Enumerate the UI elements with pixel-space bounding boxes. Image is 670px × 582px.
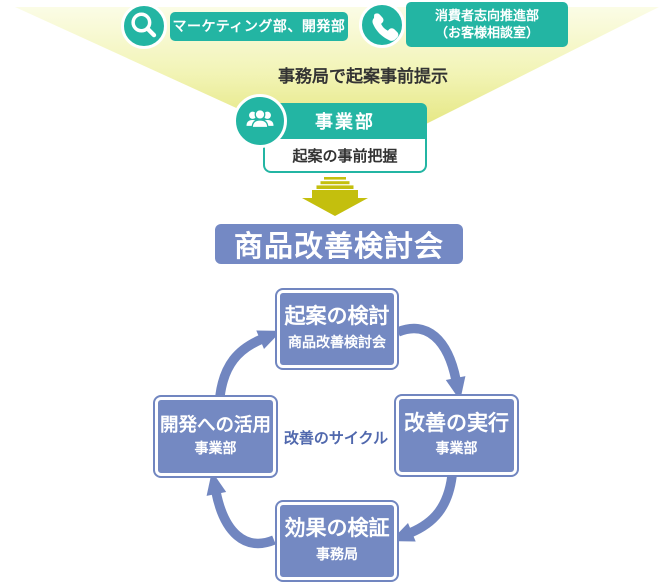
cycle-step-title: 開発への活用 (159, 414, 271, 436)
cycle-step-proposal-review: 起案の検討 商品改善検討会 (277, 290, 397, 368)
cycle-center-label: 改善のサイクル (283, 430, 389, 447)
arrow-top-to-right (396, 323, 466, 401)
meeting-banner: 商品改善検討会 (215, 224, 463, 264)
people-badge (233, 94, 287, 148)
cycle-step-title: 改善の実行 (404, 411, 509, 435)
source-label-marketing-text: マーケティング部、開発部 (172, 18, 346, 35)
magnifier-icon (131, 12, 157, 38)
cycle-step-improvement-execution: 改善の実行 事業部 (396, 396, 517, 475)
arrow-left-to-top (215, 330, 282, 397)
arrow-right-to-bottom (390, 475, 457, 542)
source-label-marketing: マーケティング部、開発部 (170, 12, 348, 41)
source-label-consumer-line2: （お客様相談室） (434, 24, 539, 40)
phone-badge (359, 2, 405, 48)
cycle-step-subtitle: 事業部 (435, 440, 478, 457)
source-label-consumer: 消費者志向推進部 （お客様相談室） (406, 2, 568, 47)
magnifier-badge (121, 3, 167, 49)
cycle-step-title: 起案の検討 (284, 305, 390, 329)
division-box-body: 起案の事前把握 (263, 139, 427, 173)
cycle-step-title: 効果の検証 (284, 517, 390, 541)
cycle-step-subtitle: 事務局 (316, 545, 358, 562)
cycle-step-development-utilization: 開発への活用 事業部 (155, 397, 276, 476)
division-box: 事業部 起案の事前把握 (263, 103, 427, 173)
people-icon (246, 109, 274, 129)
cycle-step-subtitle: 商品改善検討会 (288, 333, 386, 350)
division-box-header: 事業部 (263, 103, 427, 139)
down-arrow-icon (302, 177, 368, 216)
funnel-caption: 事務局で起案事前提示 (278, 67, 448, 86)
cycle-step-subtitle: 事業部 (194, 439, 237, 456)
phone-icon (372, 13, 399, 41)
cycle-step-effect-verification: 効果の検証 事務局 (277, 502, 397, 580)
source-label-consumer-line1: 消費者志向推進部 (434, 7, 539, 23)
arrow-bottom-to-left (206, 471, 276, 549)
